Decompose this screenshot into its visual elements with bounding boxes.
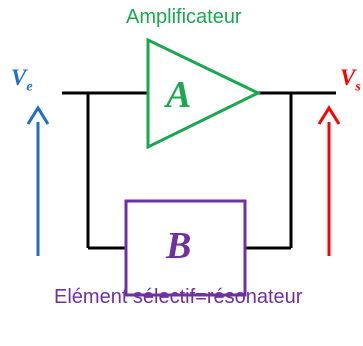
input-voltage-label: Ve (11, 65, 33, 96)
output-arrow (317, 105, 341, 256)
input-voltage-subscript: e (26, 79, 33, 95)
resonator-title: Elément sélectif=résonateur (54, 286, 303, 308)
circuit-wires (62, 91, 336, 250)
amplifier-triangle (146, 37, 262, 150)
resonator-box (124, 199, 247, 297)
resonator-label: B (166, 225, 192, 267)
input-arrow (26, 105, 50, 256)
input-voltage-symbol: V (11, 65, 27, 90)
amplifier-title: Amplificateur (126, 6, 242, 28)
output-voltage-label: Vs (340, 65, 361, 96)
output-voltage-symbol: V (340, 65, 356, 90)
output-voltage-subscript: s (355, 79, 361, 95)
amplifier-gain-label: A (166, 74, 192, 116)
